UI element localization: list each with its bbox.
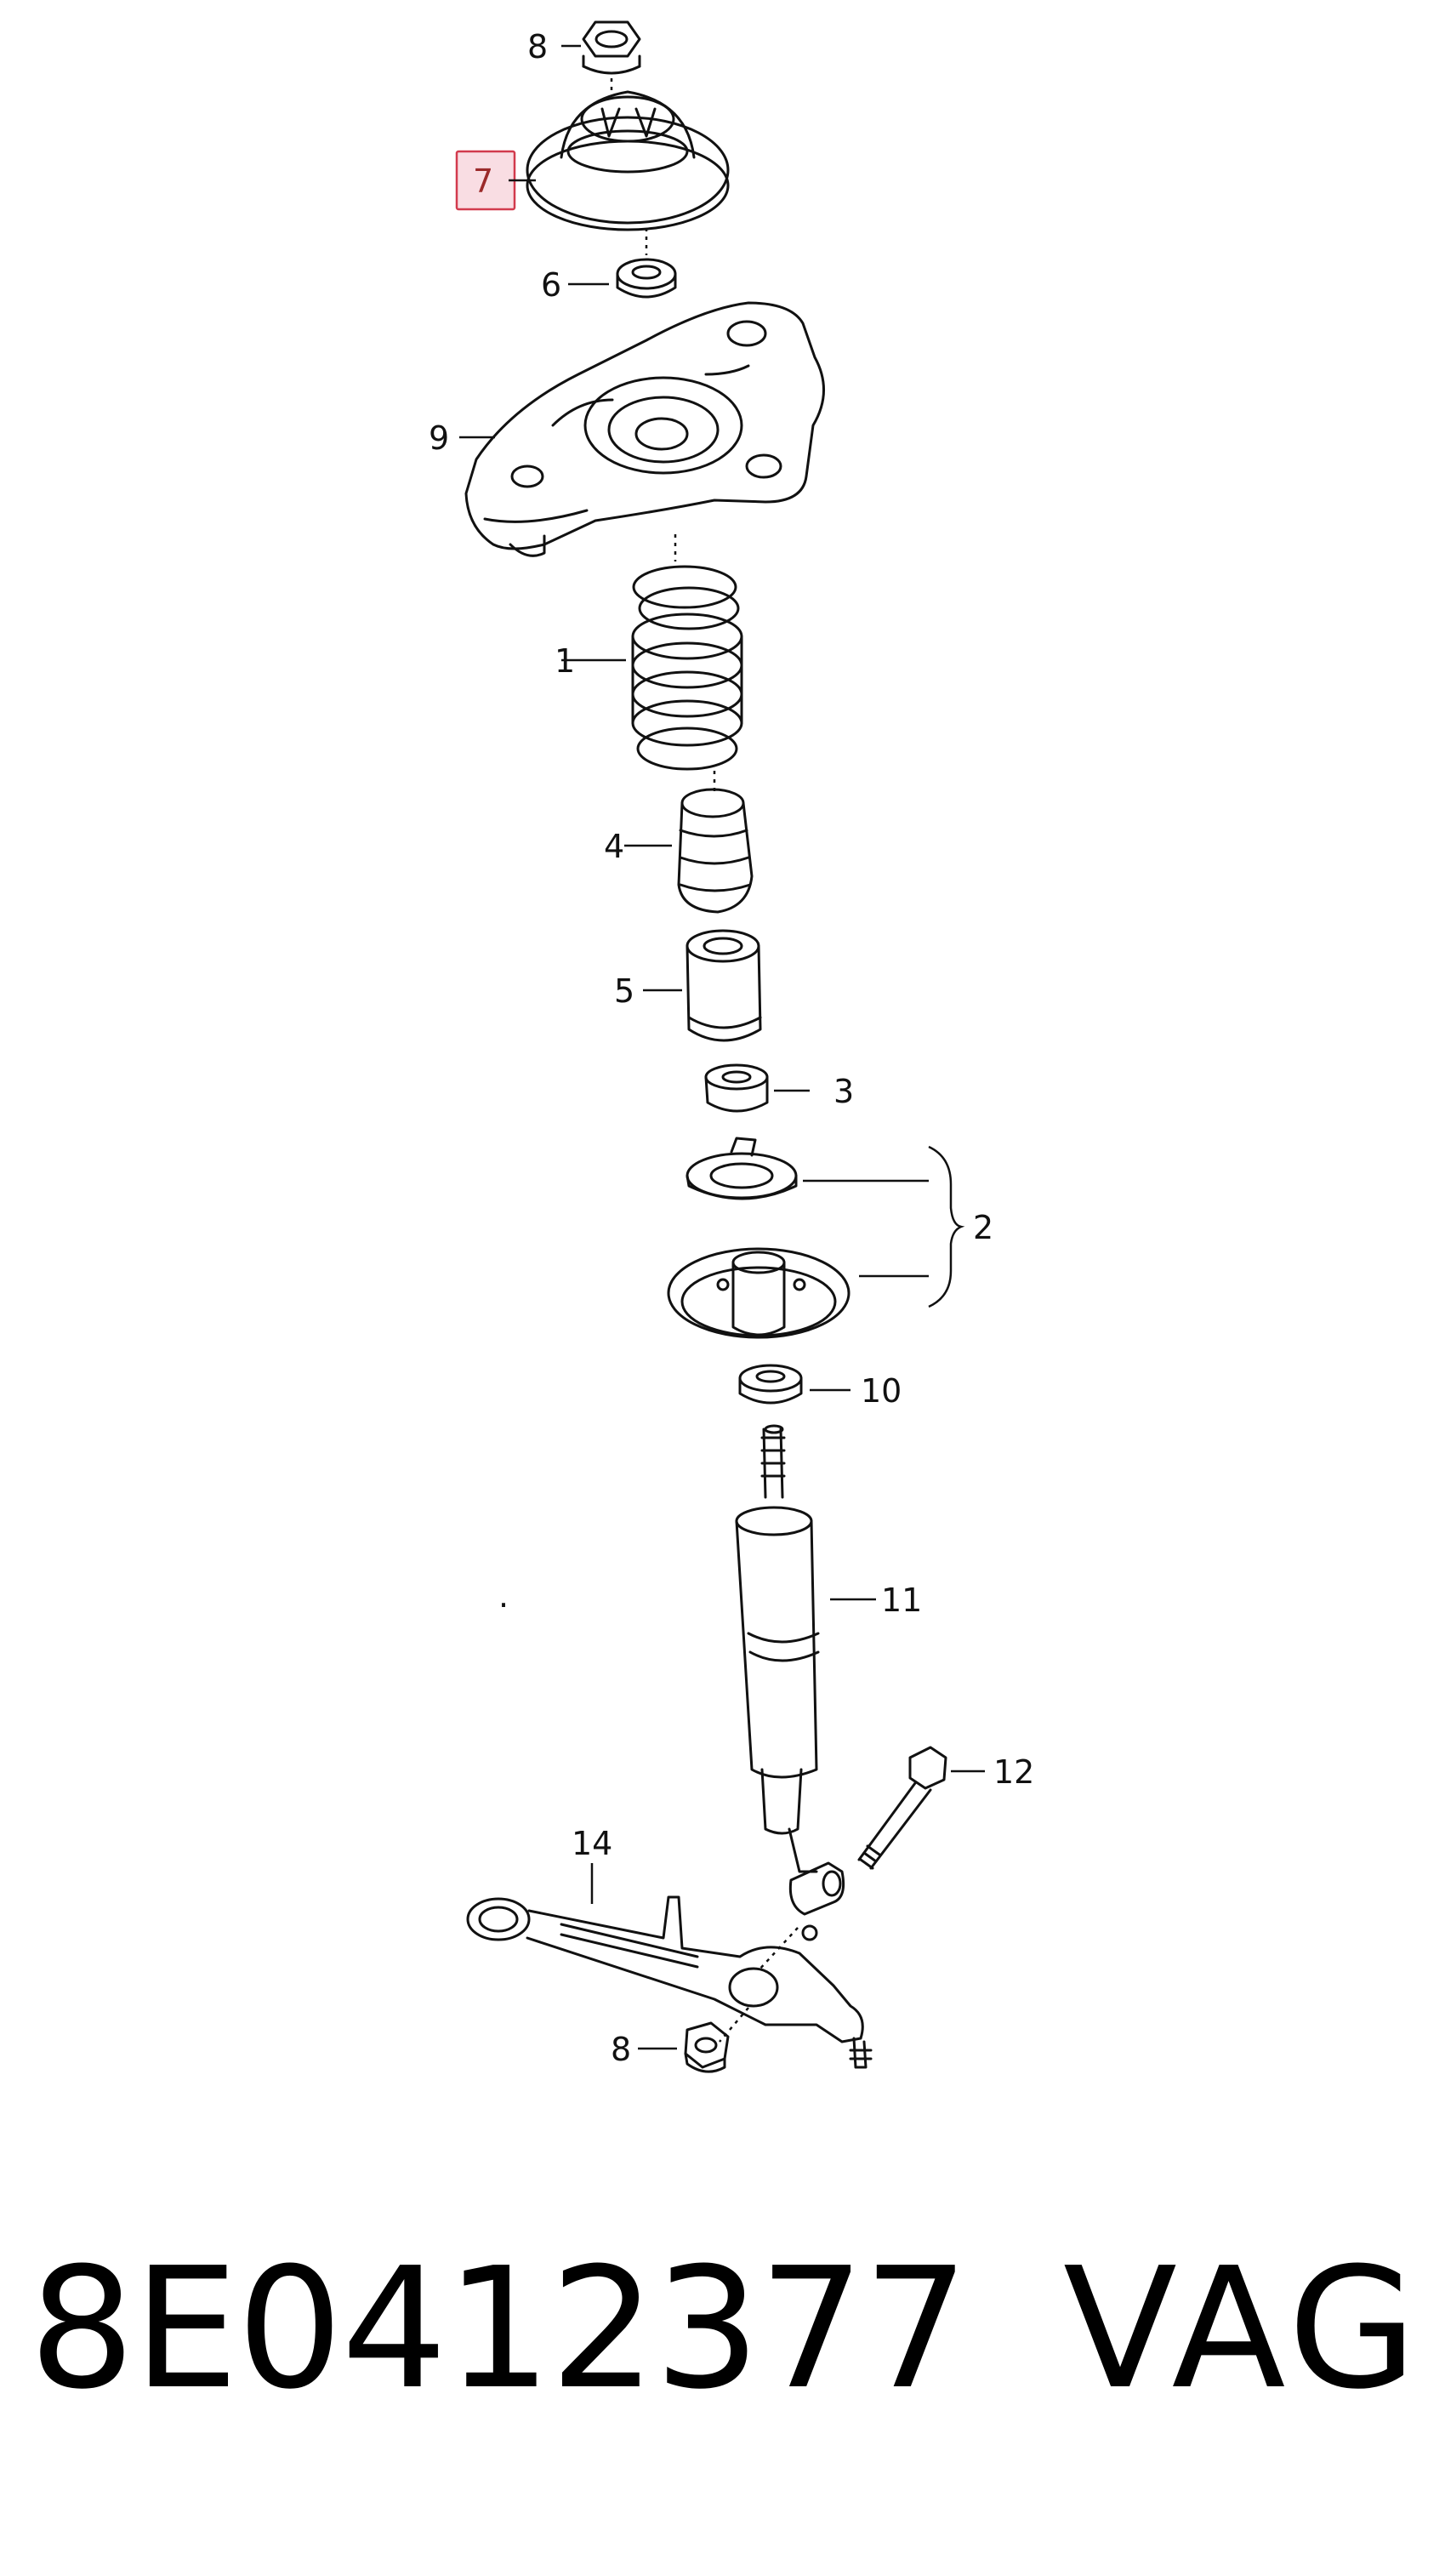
part-10-washer	[738, 1364, 803, 1405]
part-6-washer	[616, 258, 677, 299]
part-2-spring-seat-upper	[686, 1137, 798, 1200]
part-14-lower-arm	[466, 1895, 873, 2069]
part-number: 8E0412377	[29, 2232, 969, 2426]
callout-11: 11	[881, 1582, 922, 1619]
axis-line-6	[719, 2007, 749, 2043]
callout-3: 3	[833, 1073, 854, 1110]
part-8-top-nut	[582, 20, 641, 75]
part-11-shock-absorber	[735, 1424, 845, 1941]
callout-2: 2	[973, 1209, 993, 1246]
callout-7: 7	[473, 162, 493, 200]
brand-name: VAG	[1063, 2232, 1423, 2426]
callout-14: 14	[572, 1825, 612, 1862]
part-4-bump-stop	[677, 788, 754, 914]
part-9-mount-bracket	[464, 301, 825, 557]
callout-5: 5	[614, 972, 634, 1010]
callout-8-top: 8	[527, 28, 548, 66]
callout-9: 9	[429, 419, 449, 457]
part-12-bolt	[857, 1746, 947, 1870]
part-5-dust-sleeve	[686, 929, 762, 1042]
brace-2	[928, 1145, 965, 1308]
callout-4: 4	[604, 828, 624, 865]
part-8-bottom-nut	[684, 2021, 730, 2073]
part-2-spring-seat-lower	[667, 1247, 851, 1339]
part-3-spacer	[704, 1063, 769, 1113]
exploded-strut-diagram: 8 7 6 9	[429, 20, 1034, 2073]
callout-1: 1	[555, 642, 575, 680]
part-1-coil-spring	[631, 565, 743, 771]
axis-line-5	[758, 1927, 799, 1971]
callout-12: 12	[993, 1753, 1034, 1791]
callout-10: 10	[861, 1372, 902, 1410]
part-7-strut-mount	[526, 90, 730, 231]
callout-8-bottom: 8	[611, 2031, 631, 2068]
callout-6: 6	[541, 266, 561, 304]
stray-dot: ·	[498, 1587, 509, 1624]
